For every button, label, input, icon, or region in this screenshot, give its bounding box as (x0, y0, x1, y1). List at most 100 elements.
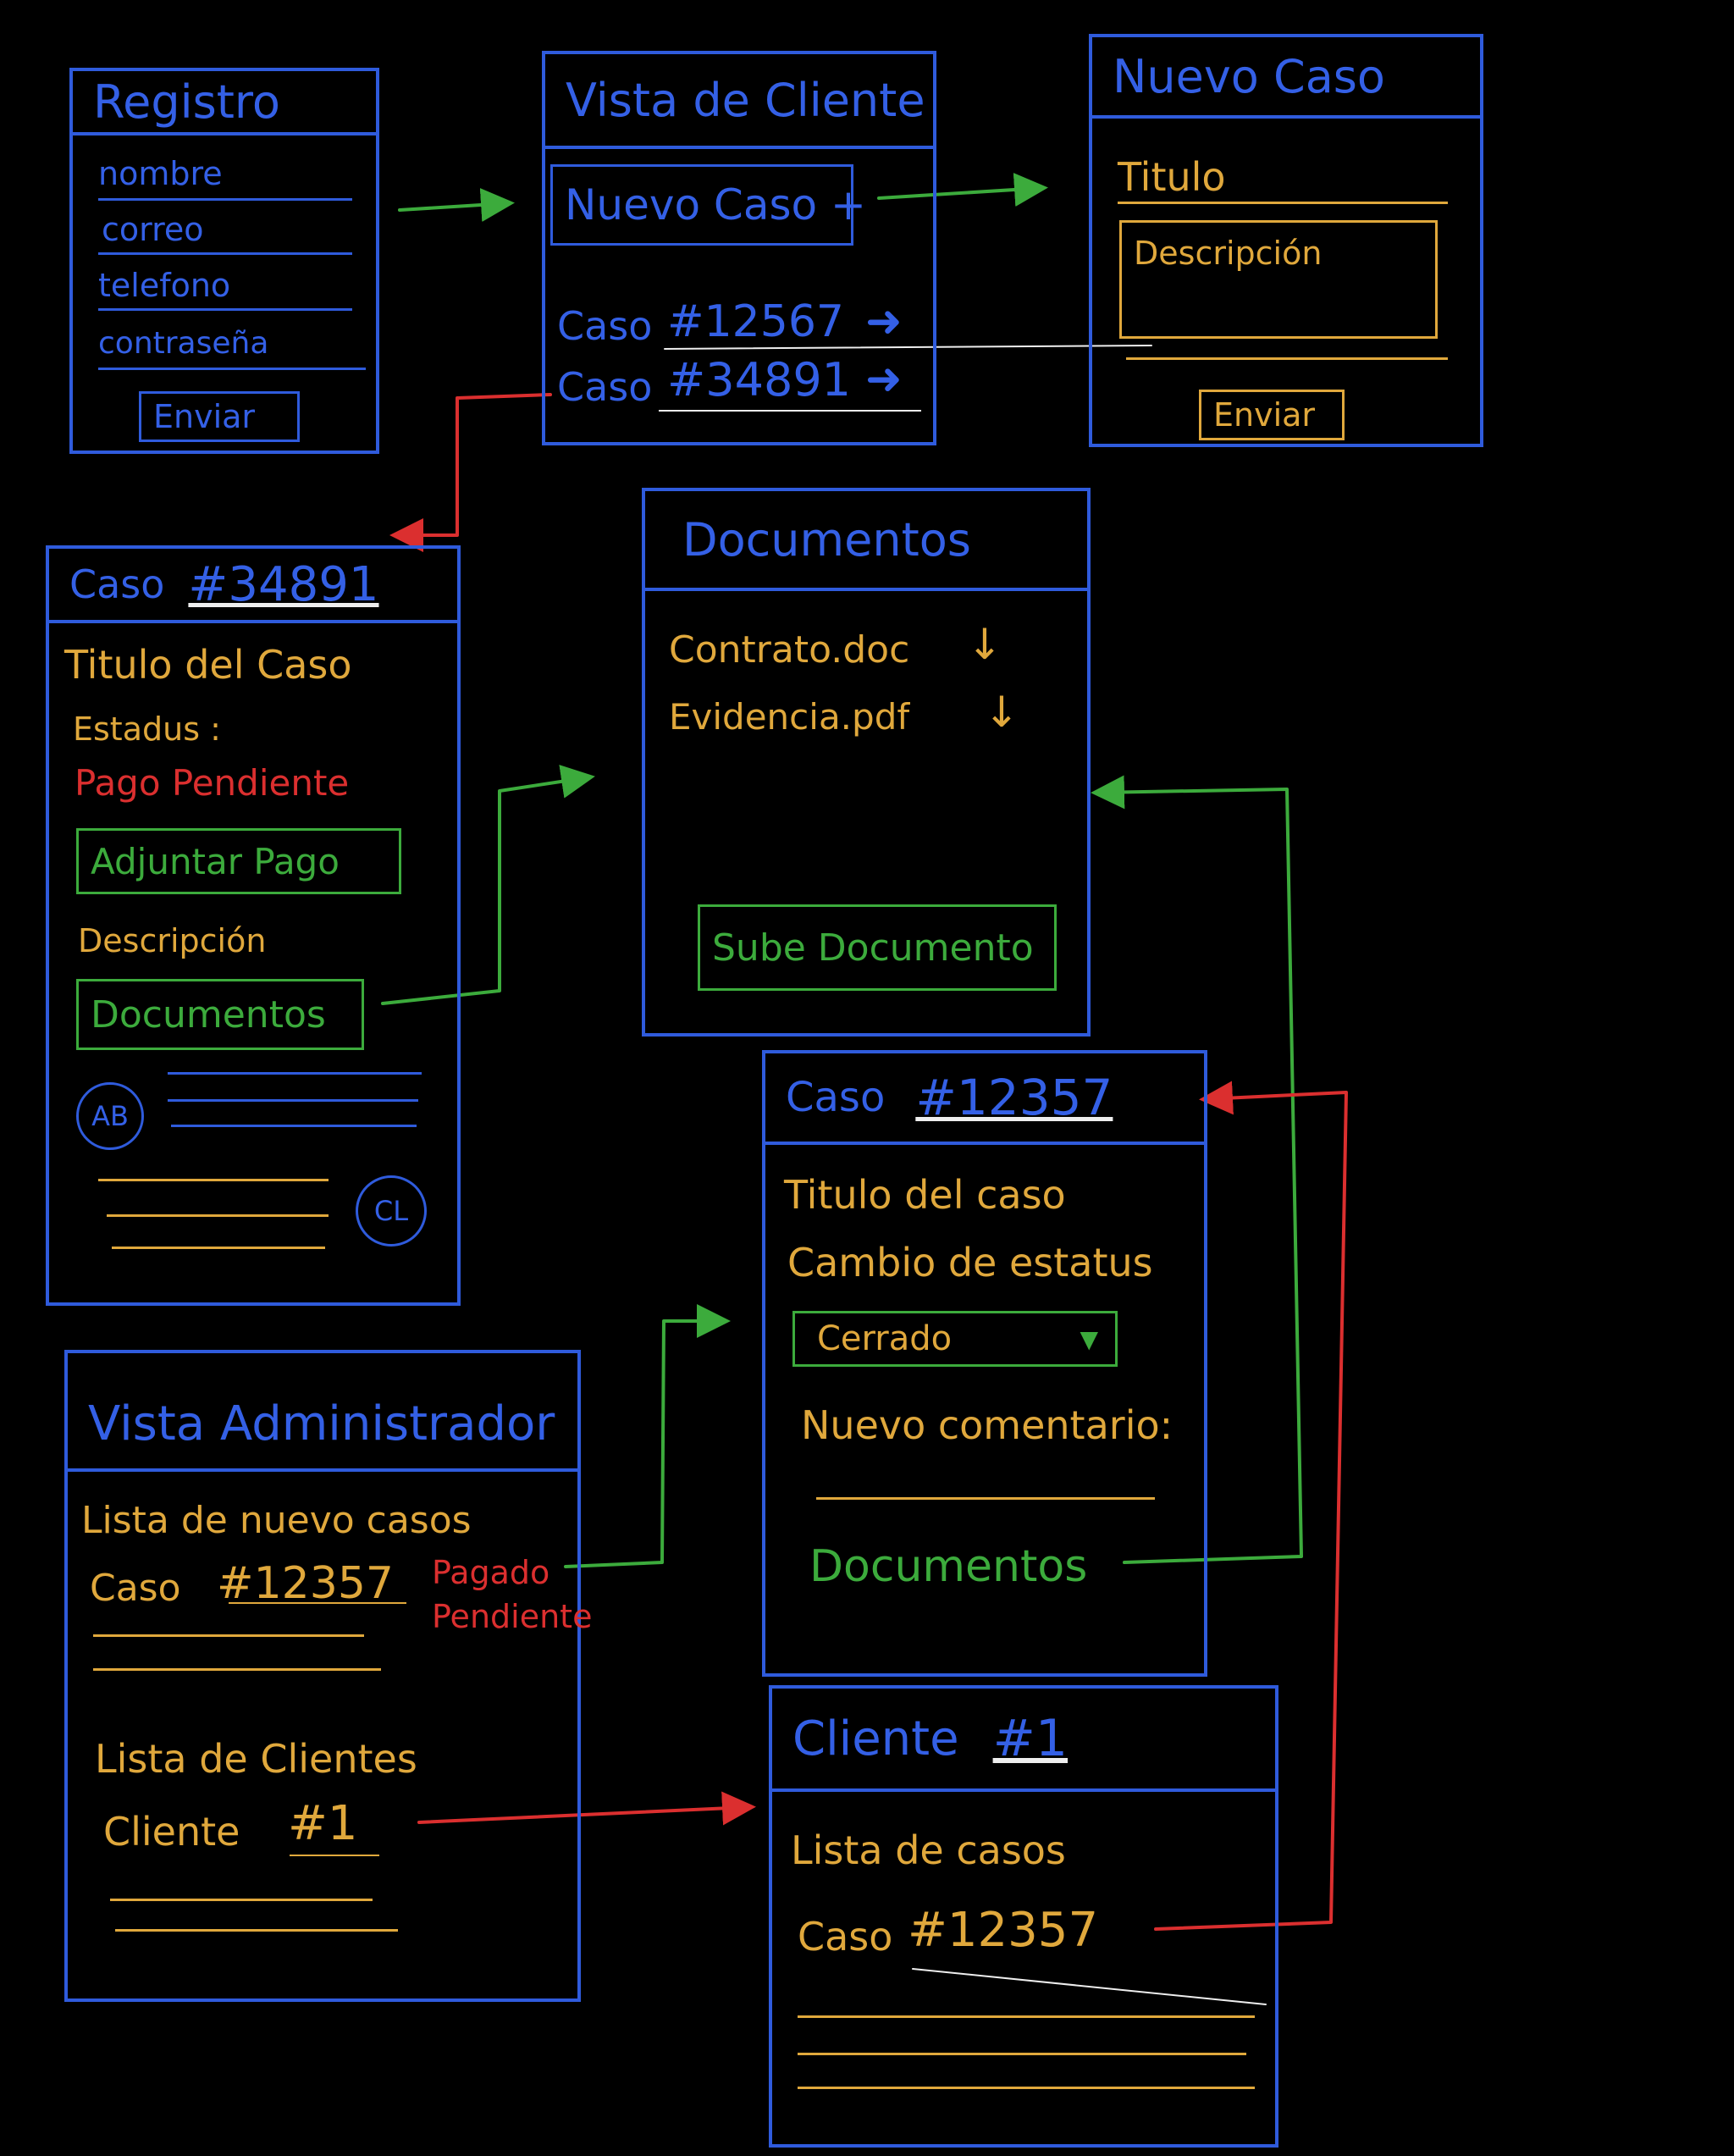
correo-field[interactable] (98, 252, 352, 255)
case-label: Caso (90, 1567, 181, 1610)
status-value: Pago Pendiente (75, 762, 350, 804)
list-line (798, 2015, 1255, 2018)
arrow-admin-case-to-detail (564, 1304, 731, 1568)
new-cases-heading: Lista de nuevo casos (81, 1499, 472, 1542)
descripcion-field[interactable]: Descripción (1119, 220, 1438, 339)
case-title-number: #34891 (188, 556, 379, 612)
case-title-text: Titulo del Caso (64, 642, 352, 688)
list-line (110, 1899, 373, 1901)
arrow-right-icon: ➜ (865, 296, 903, 347)
status-label: Estadus : (73, 710, 221, 748)
avatar: CL (356, 1175, 427, 1247)
status-change-label: Cambio de estatus (787, 1240, 1153, 1285)
contrasena-field[interactable] (98, 368, 366, 370)
case-label: Caso (557, 364, 653, 410)
case-label: Caso (557, 303, 653, 349)
list-line (93, 1668, 381, 1671)
new-case-button[interactable]: Nuevo Caso + (550, 164, 866, 246)
download-icon[interactable]: ↓ (967, 620, 1002, 669)
comment-line (168, 1099, 418, 1102)
cases-heading: Lista de casos (791, 1827, 1066, 1873)
avatar: AB (76, 1082, 144, 1150)
description-label: Descripción (78, 922, 267, 959)
reply-line (98, 1179, 329, 1181)
list-line (93, 1634, 364, 1637)
telefono-field[interactable] (98, 308, 352, 311)
comment-line (171, 1125, 417, 1127)
caso-34891-screen: Caso #34891 Titulo del Caso Estadus : Pa… (46, 545, 461, 1306)
admin-case-row[interactable]: Caso #12357 Pagado Pendiente (90, 1554, 592, 1650)
case-number: #12567 (667, 296, 844, 347)
caso-12357-screen: Caso #12357 Titulo del caso Cambio de es… (762, 1050, 1207, 1677)
case-row-34891[interactable]: Caso #34891 ➜ (557, 357, 930, 417)
documentos-screen: Documentos Contrato.doc ↓ Evidencia.pdf … (642, 488, 1091, 1037)
registro-screen: Registro nombre correo telefono contrase… (69, 68, 379, 454)
case-title-label: Caso (786, 1074, 886, 1121)
arrow-right-icon: ➜ (865, 354, 903, 405)
list-line (115, 1929, 398, 1932)
case-title-number: #12357 (915, 1069, 1113, 1126)
case-number: #12357 (908, 1903, 1099, 1958)
titulo-label: Titulo (1118, 154, 1226, 200)
arrow-case34891-to-detail (389, 393, 552, 552)
list-line (798, 2053, 1246, 2055)
client-number: #1 (288, 1796, 358, 1851)
nuevo-caso-submit-button[interactable]: Enviar (1199, 390, 1345, 440)
comment-line (168, 1072, 422, 1075)
case-label: Caso (798, 1914, 893, 1960)
admin-client-row[interactable]: Cliente #1 (103, 1796, 358, 1860)
nuevo-caso-title: Nuevo Caso (1092, 37, 1480, 119)
caso-12357-header: Caso #12357 (765, 1053, 1204, 1145)
vista-admin-title: Vista Administrador (68, 1353, 577, 1472)
payment-status-pending: Pendiente (432, 1598, 593, 1635)
case-underline (659, 410, 921, 412)
new-comment-label: Nuevo comentario: (801, 1402, 1173, 1448)
case-title-label: Caso (69, 561, 165, 607)
extra-field[interactable] (1126, 357, 1448, 360)
client-label: Cliente (103, 1809, 240, 1855)
status-select[interactable]: Cerrado ▼ (792, 1311, 1118, 1367)
download-icon[interactable]: ↓ (984, 688, 1019, 737)
upload-document-button[interactable]: Sube Documento (698, 904, 1057, 991)
file-name: Contrato.doc (669, 628, 910, 672)
list-line (798, 2087, 1255, 2089)
nuevo-caso-screen: Nuevo Caso Titulo Descripción Enviar (1089, 34, 1483, 447)
case-number: #34891 (667, 353, 852, 406)
status-select-value: Cerrado (817, 1319, 953, 1358)
nombre-field[interactable] (98, 198, 352, 201)
file-item-contrato[interactable]: Contrato.doc ↓ (669, 623, 1041, 674)
registro-submit-button[interactable]: Enviar (139, 391, 300, 442)
case-number: #12357 (217, 1558, 394, 1609)
titulo-field[interactable] (1118, 202, 1448, 204)
documentos-title: Documentos (645, 491, 1087, 591)
caso-34891-header: Caso #34891 (49, 549, 457, 623)
file-name: Evidencia.pdf (669, 696, 910, 738)
case-title-text: Titulo del caso (784, 1172, 1066, 1218)
case-row-12567[interactable]: Caso #12567 ➜ (557, 300, 930, 351)
attach-payment-button[interactable]: Adjuntar Pago (76, 828, 401, 894)
documents-button[interactable]: Documentos (76, 979, 364, 1050)
reply-line (112, 1247, 325, 1249)
case-underline (229, 1602, 406, 1604)
reply-line (107, 1214, 329, 1217)
file-item-evidencia[interactable]: Evidencia.pdf ↓ (669, 691, 1041, 742)
chevron-down-icon: ▼ (1080, 1324, 1098, 1353)
correo-label: correo (102, 211, 204, 248)
documents-link[interactable]: Documentos (809, 1541, 1088, 1592)
clients-heading: Lista de Clientes (95, 1736, 417, 1782)
arrow-registro-to-cliente (398, 188, 515, 222)
client-underline (290, 1855, 379, 1856)
client-case-row[interactable]: Caso #12357 (798, 1907, 1136, 1966)
registro-title: Registro (73, 71, 376, 135)
nombre-label: nombre (98, 155, 223, 192)
telefono-label: telefono (98, 267, 231, 304)
new-comment-field[interactable] (816, 1497, 1155, 1500)
contrasena-label: contraseña (98, 326, 269, 361)
cliente-1-screen: Cliente #1 Lista de casos Caso #12357 (769, 1685, 1278, 2148)
client-title-number: #1 (992, 1709, 1069, 1768)
cliente-1-header: Cliente #1 (772, 1689, 1275, 1792)
vista-admin-screen: Vista Administrador Lista de nuevo casos… (64, 1350, 592, 2002)
payment-status: Pagado (432, 1554, 550, 1591)
client-title-label: Cliente (792, 1711, 959, 1766)
vista-cliente-screen: Vista de Cliente Nuevo Caso + Caso #1256… (542, 51, 936, 445)
